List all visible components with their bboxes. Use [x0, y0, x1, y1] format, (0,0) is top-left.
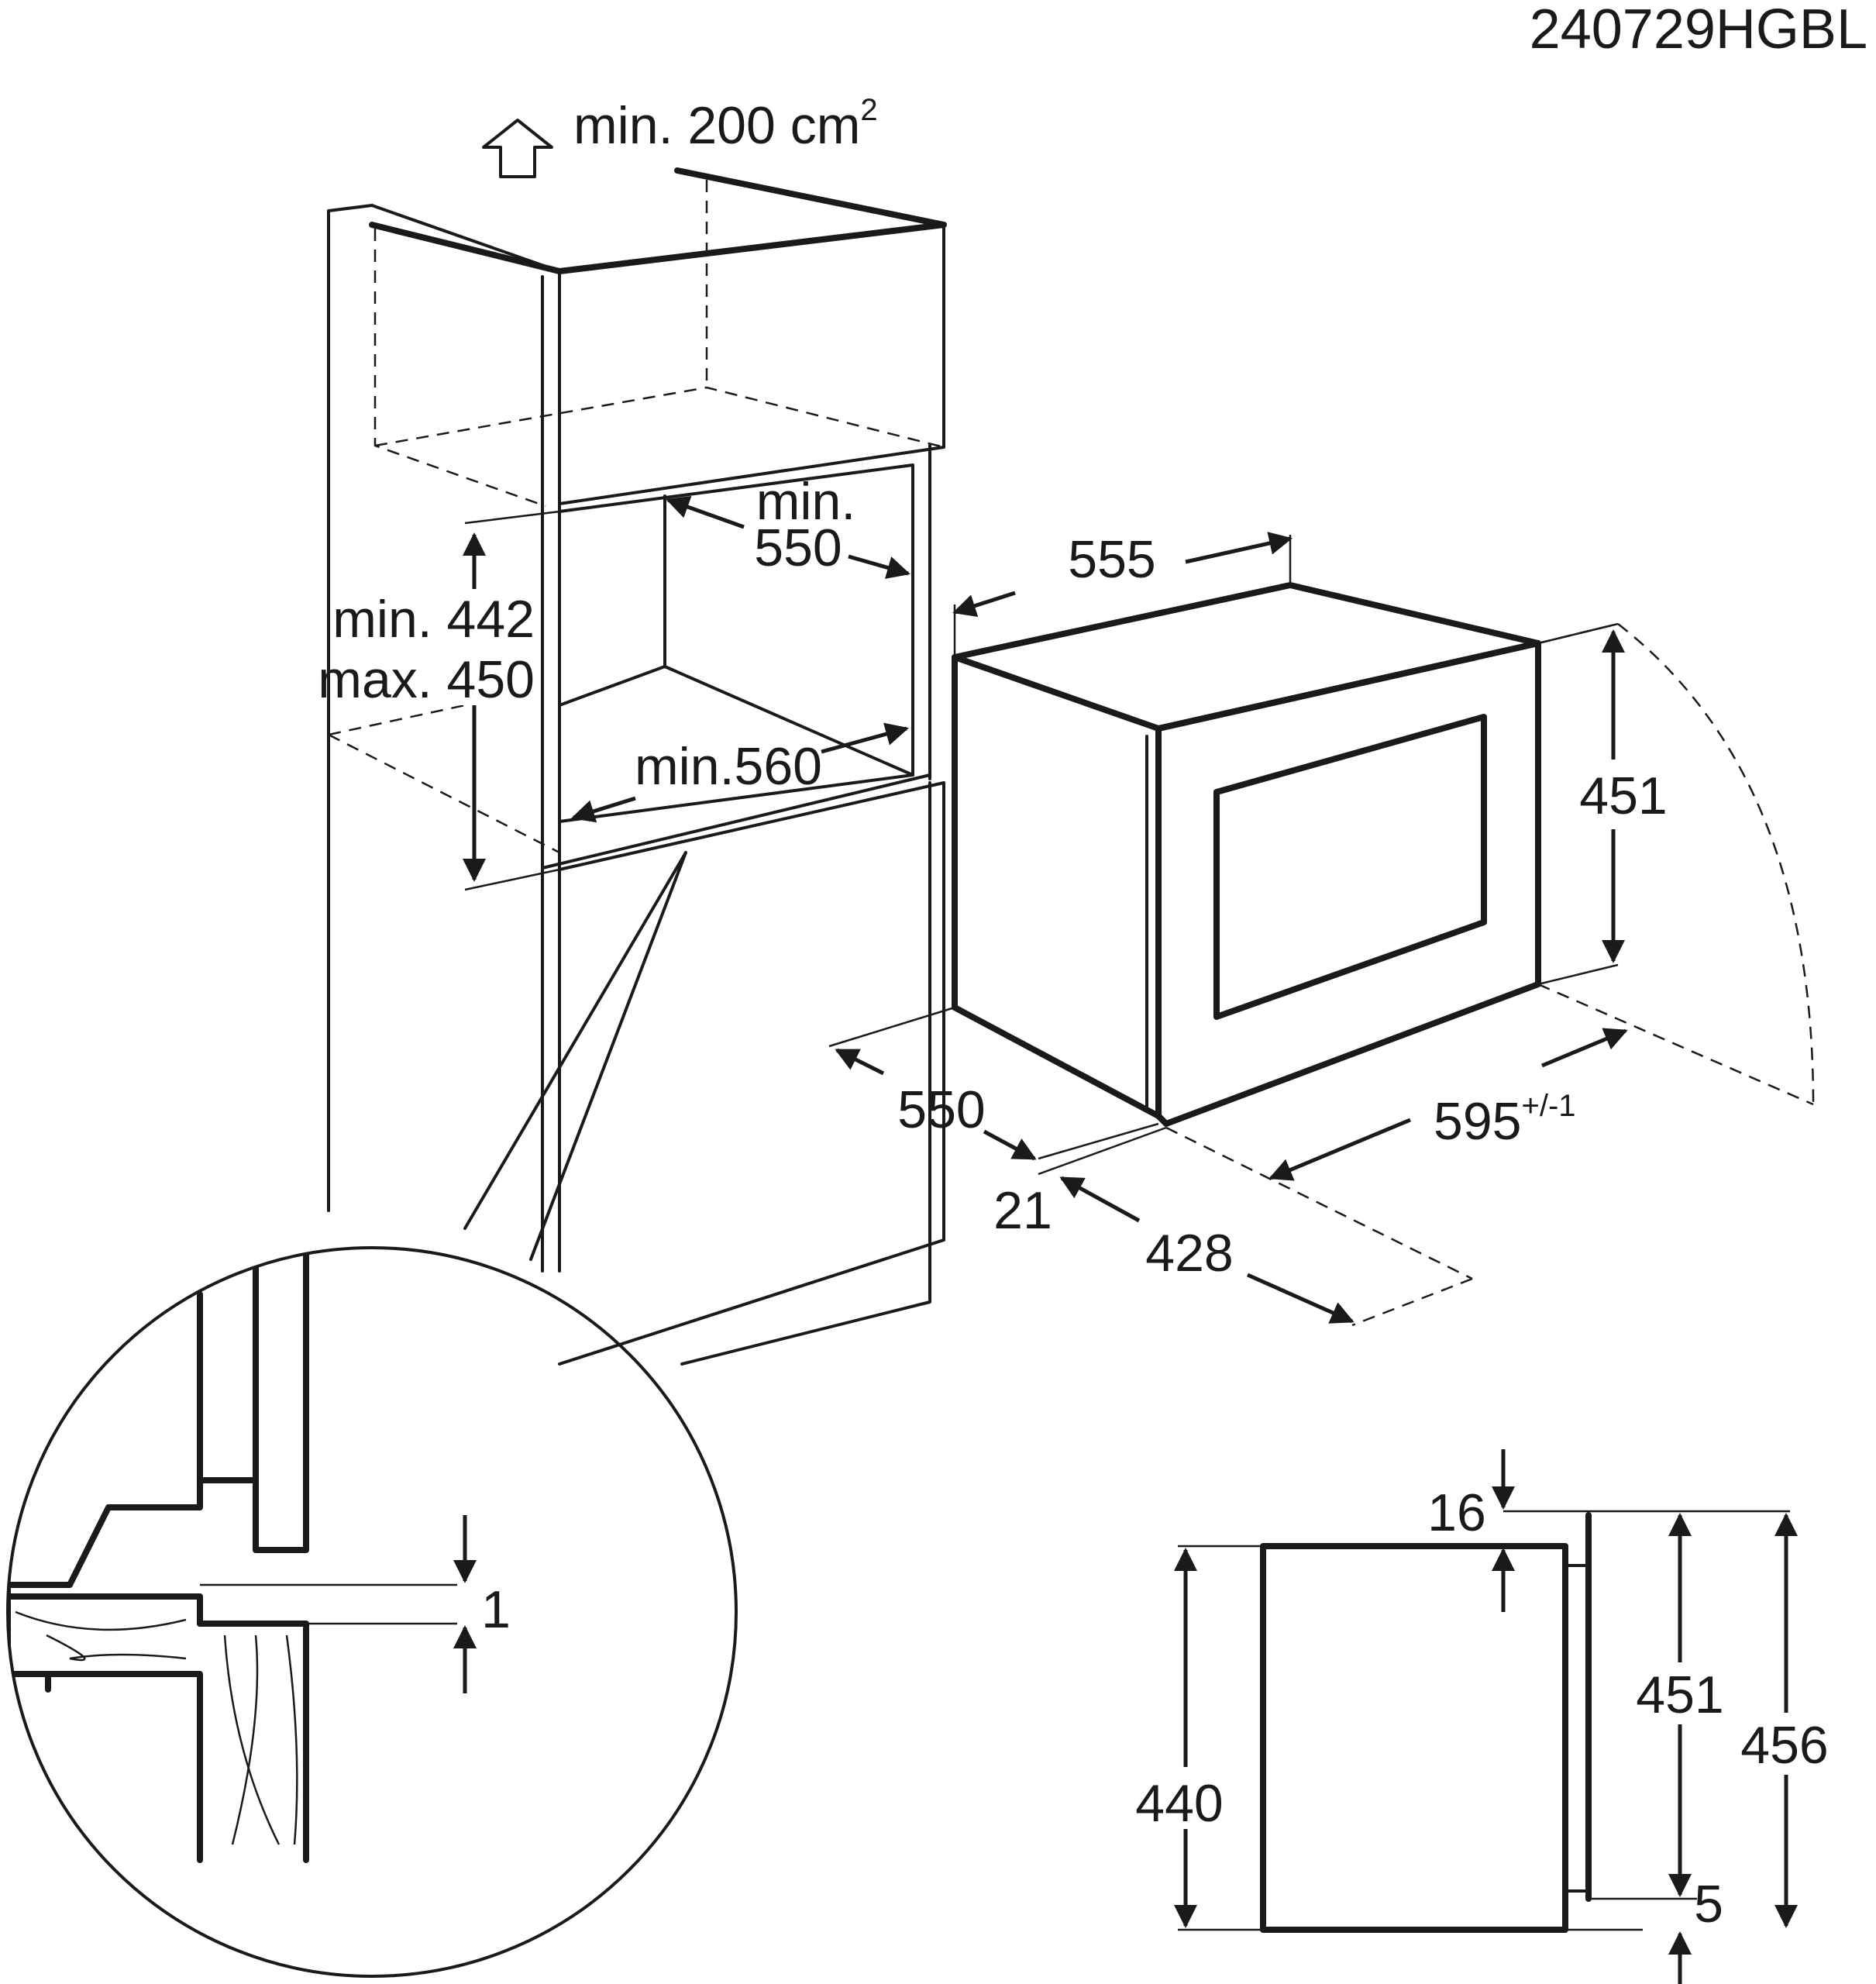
niche-depth-value: 550 [754, 518, 842, 577]
dim-depth-side: 550 [897, 1080, 985, 1139]
dim-front-height-side: 451 [1636, 1665, 1723, 1724]
dim-front-width: 595+/-1 [1434, 1089, 1576, 1151]
oven-appliance: 555 451 550 595+/-1 21 428 [828, 530, 1815, 1327]
dim-bottom-offset: 5 [1694, 1875, 1723, 1934]
side-body [1260, 1543, 1568, 1933]
ventilation-arrow-icon [482, 119, 553, 178]
detail-view: 1 [6, 1246, 738, 1978]
dim-body-height: 440 [1135, 1774, 1223, 1833]
drawing-code: 240729HGBL [1530, 0, 1867, 60]
ventilation-label: min. 200 cm2 [573, 93, 878, 155]
dim-top-offset: 16 [1427, 1483, 1486, 1542]
dim-door-opening: 428 [1145, 1224, 1233, 1283]
kitchen-cabinet: min. 200 cm2 min. 442 max. [318, 93, 947, 1366]
dim-depth-top: 555 [1068, 530, 1155, 589]
niche-height-min: min. 442 [332, 590, 535, 649]
cabinet-base [558, 781, 945, 1366]
niche-height-max: max. 450 [318, 650, 535, 709]
detail-circle [6, 1246, 738, 1978]
dim-door-thickness: 21 [993, 1181, 1052, 1240]
dim-overall-height: 456 [1740, 1716, 1828, 1775]
dim-gap: 1 [481, 1580, 511, 1639]
cabinet-top-box [369, 167, 947, 274]
niche-depth-min: min. [756, 472, 855, 531]
oven-window [1213, 714, 1487, 1020]
dim-front-height: 451 [1579, 766, 1667, 825]
niche-width: min.560 [635, 737, 822, 796]
side-view: 16 440 451 456 5 [1131, 1449, 1836, 1984]
